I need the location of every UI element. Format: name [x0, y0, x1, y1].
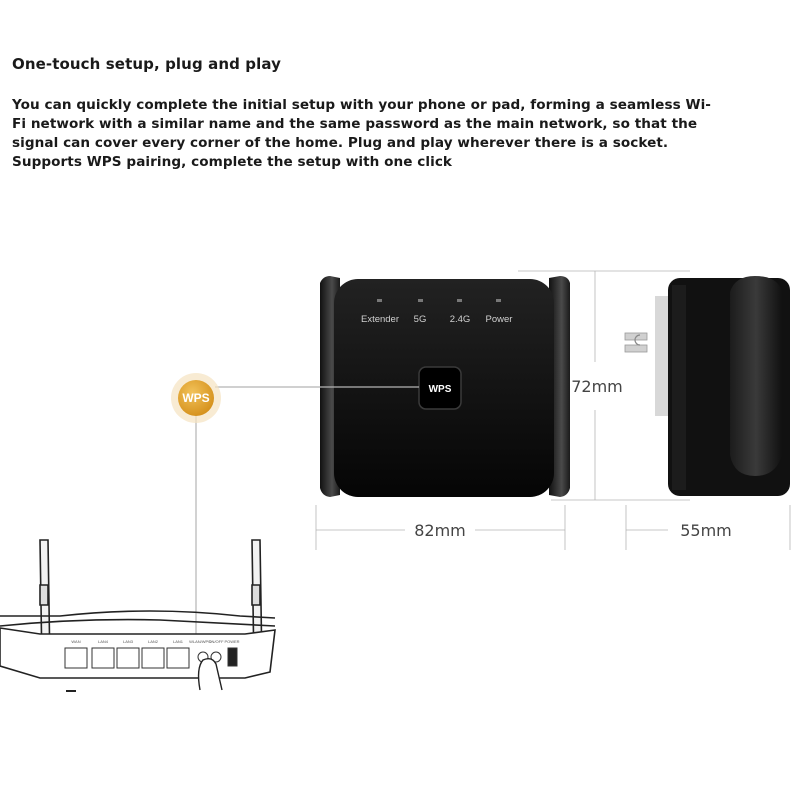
- indicator-label-power: Power: [486, 314, 513, 325]
- router-power-switch: [210, 651, 222, 663]
- dimension-height: 72mm: [571, 377, 623, 396]
- led-power: [496, 299, 501, 302]
- port-label-wan: WAN: [71, 639, 80, 644]
- wps-badge-label: WPS: [182, 391, 209, 405]
- led-extender: [377, 299, 382, 302]
- dimension-guides: [315, 270, 791, 550]
- port-label-wlan-wps: WLAN/WPS: [189, 639, 211, 644]
- port-label-lan1: LAN1: [173, 639, 184, 644]
- indicator-label-5g: 5G: [414, 314, 427, 325]
- extender-side-view: [624, 276, 790, 496]
- router-port-lan4: [91, 647, 115, 669]
- wps-badge: [178, 380, 214, 416]
- router-power-jack: [227, 647, 238, 667]
- led-2-4g: [457, 299, 462, 302]
- plug-face: [655, 296, 669, 416]
- page-heading: One-touch setup, plug and play: [12, 55, 281, 73]
- port-label-lan3: LAN3: [123, 639, 134, 644]
- port-label-lan4: LAN4: [98, 639, 109, 644]
- router-port-lan1: [166, 647, 190, 669]
- indicator-label-2-4g: 2.4G: [450, 314, 471, 325]
- router-illustration: [0, 539, 276, 692]
- led-5g: [418, 299, 423, 302]
- indicator-label-extender: Extender: [361, 314, 399, 325]
- router-ports: [64, 647, 238, 669]
- dimension-depth: 55mm: [680, 521, 732, 540]
- router-port-wan: [64, 647, 88, 669]
- wps-leader-line: [195, 386, 419, 655]
- dimension-width: 82mm: [414, 521, 466, 540]
- port-label-power: POWER: [224, 639, 239, 644]
- product-description: You can quickly complete the initial set…: [12, 97, 711, 170]
- wps-button-label: WPS: [429, 384, 452, 395]
- extender-front-view: Extender 5G 2.4G Power WPS: [320, 276, 570, 497]
- port-label-lan2: LAN2: [148, 639, 159, 644]
- plug-prong-lower: [624, 344, 648, 353]
- port-label-on-off: ON/OFF: [208, 639, 224, 644]
- router-port-lan3: [116, 647, 140, 669]
- right-antenna: [549, 276, 570, 497]
- wps-button: [418, 366, 462, 410]
- router-port-lan2: [141, 647, 165, 669]
- finger-press-illustration: [197, 657, 223, 691]
- side-antenna: [730, 276, 782, 476]
